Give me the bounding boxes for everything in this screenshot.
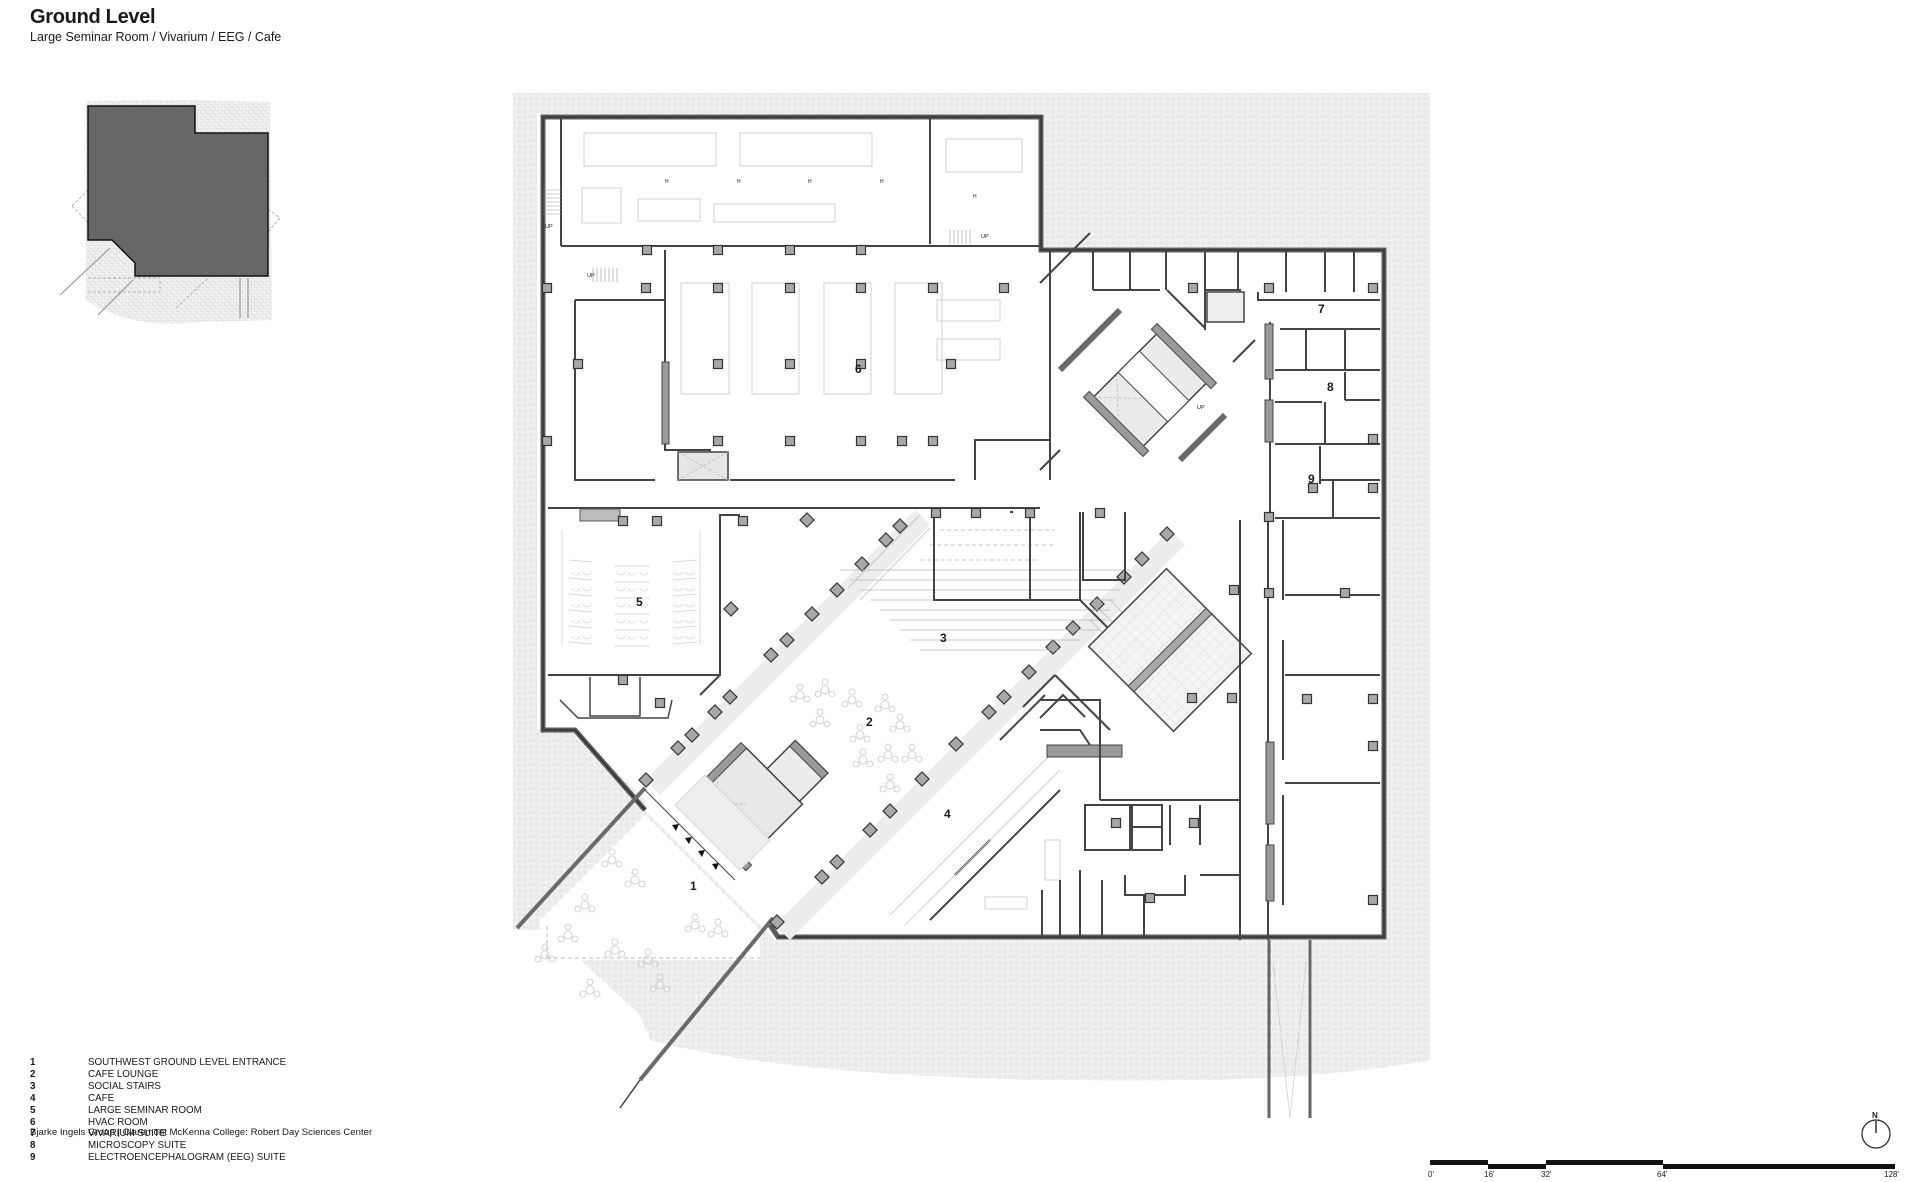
social-stairs: [840, 514, 1161, 671]
key-plan: [59, 100, 281, 324]
room-label-8: 8: [1327, 380, 1334, 394]
room-number-labels: 1 2 3 4 5 6 7 8 9: [636, 302, 1334, 893]
svg-text:UP: UP: [545, 224, 553, 230]
colonnade-east: [769, 526, 1185, 940]
room-label-7: 7: [1318, 302, 1325, 316]
room-label-1: 1: [690, 879, 697, 893]
entrance-vestibule: [644, 774, 771, 881]
building-interior: [537, 114, 1387, 940]
shaft: [677, 451, 729, 481]
svg-text:H: H: [665, 179, 669, 185]
room-label-3: 3: [940, 631, 947, 645]
key-plan-building-footprint: [87, 105, 269, 277]
svg-text:H: H: [880, 179, 884, 185]
south-ramp-walls: [1267, 940, 1312, 1118]
north-arrow-circle-icon: [1861, 1119, 1891, 1149]
svg-text:UP: UP: [981, 234, 989, 240]
equipment-outlines: [581, 132, 1023, 395]
scale-bar: [1430, 1160, 1895, 1169]
stair-up-labels: UP UP UP UP: [545, 224, 1205, 411]
room-label-2: 2: [866, 715, 873, 729]
svg-text:H: H: [808, 179, 812, 185]
page-subtitle: Large Seminar Room / Vivarium / EEG / Ca…: [30, 30, 282, 44]
credit-line: Bjarke Ingels Group | Claremont McKenna …: [30, 1127, 373, 1138]
seminar-room: [548, 508, 815, 719]
stairs: [543, 189, 971, 282]
room-label-6: 6: [855, 362, 862, 376]
room-label-9: 9: [1308, 472, 1315, 486]
colonnade-west: [638, 510, 930, 795]
svg-text:UP: UP: [587, 273, 595, 279]
site-retaining-walls: [515, 786, 775, 1082]
floor-plan: H H H H H UP UP UP UP: [513, 93, 1430, 1119]
ne-diagonal-walls: [1057, 307, 1228, 463]
entrance-plaza: [540, 815, 760, 960]
room-label-4: 4: [944, 807, 951, 821]
svg-text:H: H: [737, 179, 741, 185]
scale-tick-16: 16': [1484, 1170, 1495, 1179]
north-arrow: N: [1861, 1111, 1891, 1149]
scale-tick-32: 32': [1541, 1170, 1552, 1179]
scale-tick-64: 64': [1657, 1170, 1668, 1179]
scale-tick-128: 128': [1884, 1170, 1899, 1179]
key-plan-entry-lines: [59, 247, 249, 318]
ne-core: [1082, 322, 1218, 458]
scale-tick-0: 0': [1428, 1170, 1434, 1179]
room-label-5: 5: [636, 595, 643, 609]
svg-text:H: H: [973, 194, 977, 200]
page-title: Ground Level: [30, 6, 156, 28]
north-arrow-label: N: [1872, 1111, 1878, 1120]
se-lab-grid-room: [1087, 567, 1253, 733]
svg-text:UP: UP: [1197, 405, 1205, 411]
